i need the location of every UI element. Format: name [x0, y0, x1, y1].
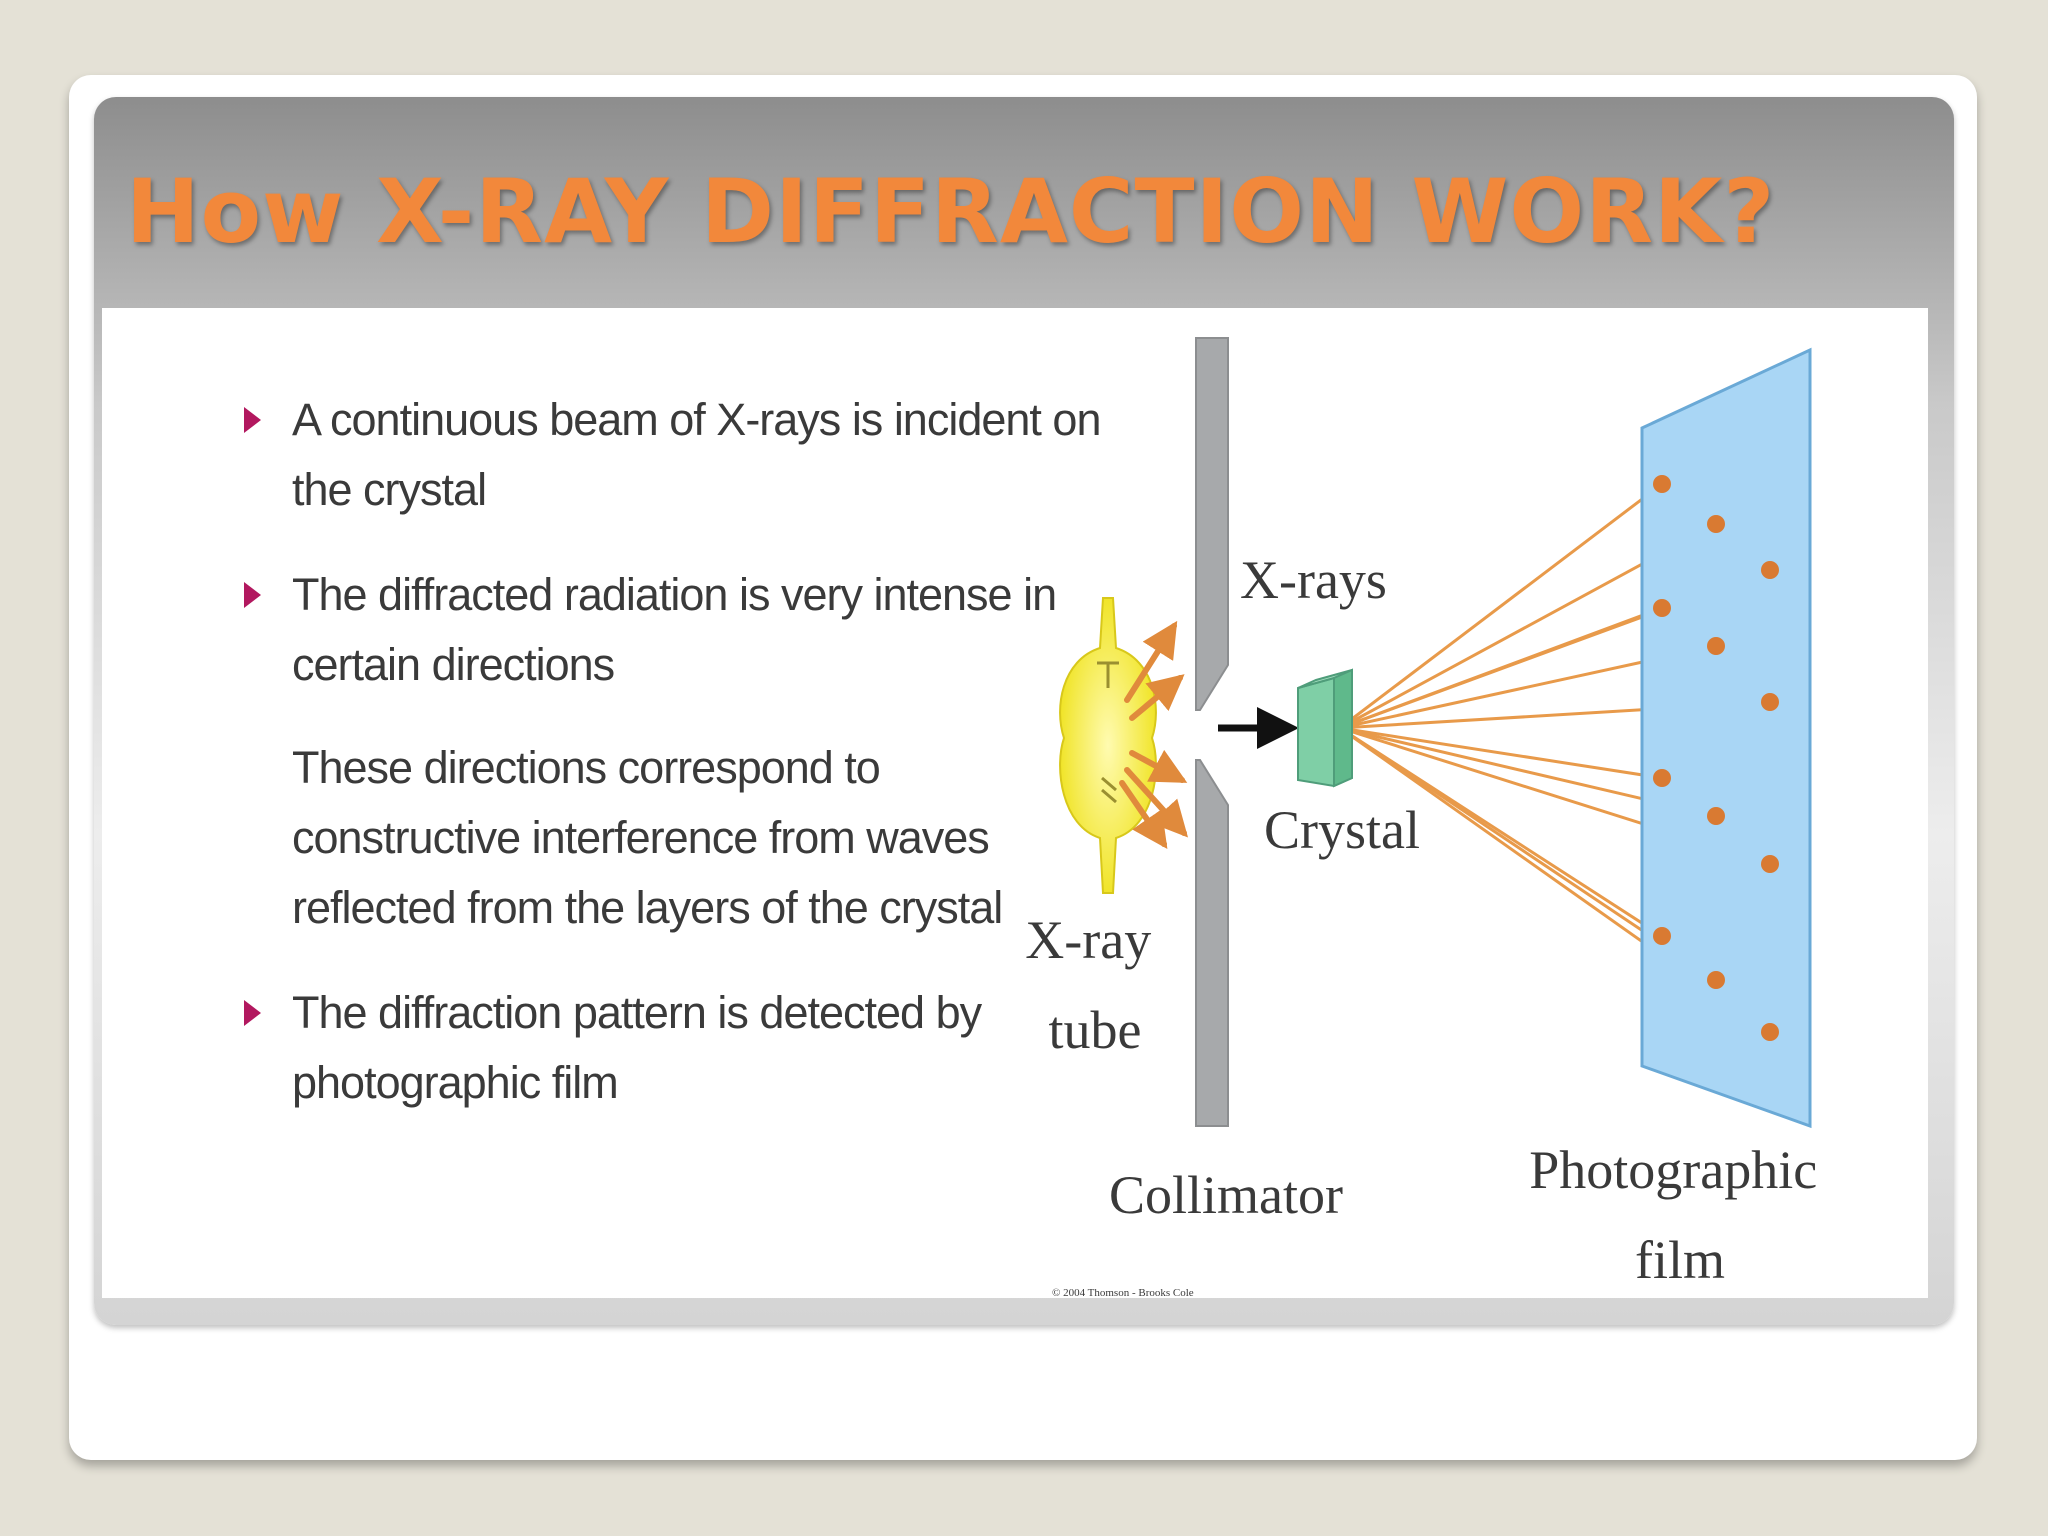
tube-emission-arrows — [1119, 620, 1189, 849]
bullet-text: The diffraction pattern is detected by p… — [292, 987, 982, 1108]
diffraction-spot — [1707, 971, 1725, 989]
diffraction-spot — [1707, 807, 1725, 825]
film-label-line: Photographic — [1529, 1140, 1817, 1200]
explanation-paragraph: These directions correspond to construct… — [292, 742, 1003, 933]
bullet-arrow-icon — [244, 582, 261, 608]
film-label-line: film — [1635, 1230, 1725, 1290]
photographic-film-label: Photographic film — [1529, 1140, 1830, 1290]
bullet-arrow-icon — [244, 407, 261, 433]
diffraction-spot — [1761, 855, 1779, 873]
content-area: A continuous beam of X-rays is incident … — [102, 308, 1928, 1298]
copyright-note: © 2004 Thomson - Brooks Cole — [1052, 1287, 1194, 1298]
xray-tube-label-line: X-ray — [1025, 910, 1151, 970]
bullet-text: A continuous beam of X-rays is incident … — [292, 394, 1101, 515]
diffraction-spots — [1653, 475, 1779, 1041]
diffraction-spot — [1653, 927, 1671, 945]
diffraction-spot — [1653, 599, 1671, 617]
xray-tube-label-line: tube — [1049, 1000, 1142, 1060]
xray-tube-label: X-ray tube — [1025, 910, 1164, 1060]
bullet-item: The diffracted radiation is very intense… — [244, 560, 1112, 700]
diffraction-spot — [1761, 561, 1779, 579]
text-column: A continuous beam of X-rays is incident … — [102, 308, 1101, 1298]
diffracted-ray — [1339, 482, 1663, 730]
collimator-label: Collimator — [1109, 1165, 1343, 1225]
bullet-arrow-icon — [244, 1000, 261, 1026]
diffraction-spot — [1761, 693, 1779, 711]
diffraction-spot — [1653, 769, 1671, 787]
diffracted-ray — [1339, 726, 1663, 780]
crystal-icon — [1297, 668, 1353, 788]
bullet-item: A continuous beam of X-rays is incident … — [244, 385, 1112, 525]
diffraction-spot — [1707, 515, 1725, 533]
slide-title: How X-RAY DIFFRACTION WORK? — [126, 160, 1776, 263]
xrd-diagram: X-rays Crystal X-ray tube Collimator Pho… — [1025, 337, 1830, 1298]
bullet-item: The diffraction pattern is detected by p… — [244, 978, 1112, 1118]
photographic-film-icon — [1640, 347, 1812, 1129]
diffraction-spot — [1653, 475, 1671, 493]
xrays-label: X-rays — [1240, 550, 1387, 610]
diffraction-spot — [1761, 1023, 1779, 1041]
crystal-label: Crystal — [1264, 800, 1420, 860]
xray-tube-icon — [1059, 597, 1157, 894]
diffracted-ray — [1339, 606, 1663, 730]
collimator-icon — [1195, 337, 1229, 1127]
bullet-text: The diffracted radiation is very intense… — [292, 569, 1057, 690]
diffraction-spot — [1707, 637, 1725, 655]
